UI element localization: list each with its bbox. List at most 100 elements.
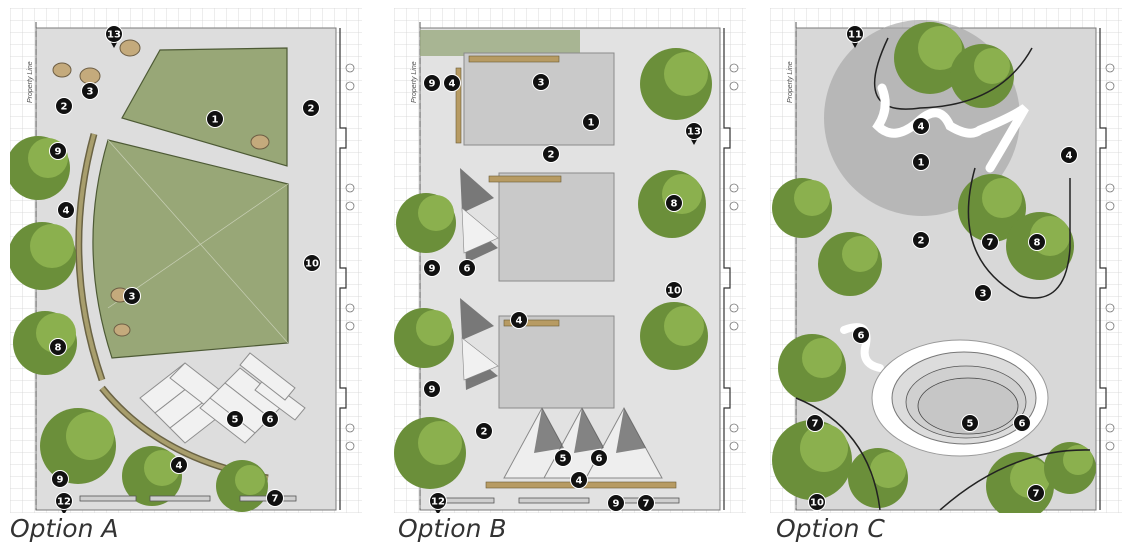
callout-marker: 5 xyxy=(554,449,572,467)
property-line-label: Property Line xyxy=(411,61,418,103)
callout-number: 11 xyxy=(848,30,862,41)
option-c-site-plan: Property Line xyxy=(770,8,1122,513)
callout-marker: 4 xyxy=(570,471,588,489)
callout-marker: 9 xyxy=(423,259,441,277)
callout-number: 3 xyxy=(129,292,136,303)
callout-number: 6 xyxy=(464,264,471,275)
callout-marker: 10 xyxy=(303,254,321,272)
callout-marker: 7 xyxy=(806,414,824,432)
option-b-caption: Option B xyxy=(398,514,507,543)
option-b-site-plan: Property Line xyxy=(394,8,746,513)
callout-number: 12 xyxy=(431,497,445,508)
callout-marker: 4 xyxy=(912,117,930,135)
callout-marker: 2 xyxy=(475,422,493,440)
callout-number: 9 xyxy=(429,264,436,275)
callout-marker: 1 xyxy=(912,153,930,171)
callout-number: 9 xyxy=(57,475,64,486)
callout-marker: 8 xyxy=(1028,233,1046,251)
property-line-label: Property Line xyxy=(27,61,34,103)
callout-number: 2 xyxy=(61,102,68,113)
linear-benches xyxy=(79,495,297,502)
callout-number: 9 xyxy=(429,385,436,396)
callout-number: 4 xyxy=(516,316,523,327)
callout-number: 3 xyxy=(980,289,987,300)
ribbon-seat-wall xyxy=(872,83,1029,173)
callout-marker: 6 xyxy=(1013,414,1031,432)
callout-number: 9 xyxy=(613,499,620,510)
callout-number: 8 xyxy=(55,343,62,354)
callout-number: 7 xyxy=(272,494,279,505)
callout-number: 8 xyxy=(1034,238,1041,249)
option-a-panel: Property Line xyxy=(10,8,362,513)
callout-marker: 3 xyxy=(974,284,992,302)
callout-marker: 3 xyxy=(81,82,99,100)
callout-marker: 4 xyxy=(57,201,75,219)
callout-marker: 9 xyxy=(51,470,69,488)
callout-number: 2 xyxy=(481,427,488,438)
callout-number: 10 xyxy=(810,498,824,509)
callout-marker: 4 xyxy=(1060,146,1078,164)
callout-number: 6 xyxy=(596,454,603,465)
callout-marker: 6 xyxy=(590,449,608,467)
option-b-markers: 9 4 3 1 13 2 8 9 6 10 4 9 2 5 6 4 12 9 7 xyxy=(423,73,703,513)
callout-marker: 4 xyxy=(443,74,461,92)
property-line-label: Property Line xyxy=(787,61,794,103)
callout-marker: 6 xyxy=(852,326,870,344)
callout-number: 4 xyxy=(1066,151,1073,162)
option-c-panel: Property Line xyxy=(770,8,1122,513)
callout-number: 4 xyxy=(449,79,456,90)
callout-number: 1 xyxy=(212,115,219,126)
option-c-caption: Option C xyxy=(776,514,885,543)
callout-marker: 7 xyxy=(637,494,655,512)
callout-marker: 5 xyxy=(961,414,979,432)
callout-marker: 9 xyxy=(423,74,441,92)
option-a-markers: 13 3 2 2 1 9 4 10 3 8 5 6 4 9 12 7 xyxy=(49,25,321,513)
callout-marker: 1 xyxy=(582,113,600,131)
callout-marker: 2 xyxy=(912,231,930,249)
callout-number: 13 xyxy=(107,30,121,41)
callout-number: 5 xyxy=(560,454,567,465)
option-c-markers: 11 4 4 1 2 7 8 3 6 7 5 6 7 10 xyxy=(806,25,1078,511)
callout-marker: 2 xyxy=(55,97,73,115)
callout-number: 4 xyxy=(918,122,925,133)
callout-marker: 6 xyxy=(261,410,279,428)
planter-strips xyxy=(455,55,562,327)
callout-number: 3 xyxy=(87,87,94,98)
callout-number: 1 xyxy=(588,118,595,129)
callout-marker: 1 xyxy=(206,110,224,128)
callout-marker: 13 xyxy=(105,25,123,48)
callout-marker: 8 xyxy=(665,194,683,212)
callout-number: 9 xyxy=(55,147,62,158)
callout-marker: 6 xyxy=(458,259,476,277)
paved-rooms xyxy=(463,52,615,409)
callout-marker: 10 xyxy=(808,493,826,511)
callout-number: 4 xyxy=(576,476,583,487)
callout-marker: 2 xyxy=(542,145,560,163)
callout-number: 1 xyxy=(918,158,925,169)
option-a-site-plan: Property Line xyxy=(10,8,362,513)
callout-number: 8 xyxy=(671,199,678,210)
elliptical-amphitheatre xyxy=(871,339,1049,457)
callout-marker: 8 xyxy=(49,338,67,356)
callout-marker: 12 xyxy=(429,492,447,513)
callout-marker: 3 xyxy=(123,287,141,305)
option-b-panel: Property Line xyxy=(394,8,746,513)
tree-canopy xyxy=(394,48,712,489)
callout-number: 9 xyxy=(429,79,436,90)
callout-marker: 9 xyxy=(49,142,67,160)
callout-marker: 13 xyxy=(685,122,703,145)
callout-number: 10 xyxy=(667,286,681,297)
callout-number: 7 xyxy=(1033,489,1040,500)
callout-number: 2 xyxy=(918,236,925,247)
callout-marker: 9 xyxy=(607,494,625,512)
callout-marker: 12 xyxy=(55,492,73,513)
callout-number: 5 xyxy=(232,415,239,426)
callout-number: 6 xyxy=(267,415,274,426)
callout-number: 3 xyxy=(538,78,545,89)
callout-marker: 5 xyxy=(226,410,244,428)
callout-number: 10 xyxy=(305,259,319,270)
callout-marker: 2 xyxy=(302,99,320,117)
callout-number: 4 xyxy=(176,461,183,472)
lattice-seating xyxy=(139,352,306,444)
callout-marker: 7 xyxy=(981,233,999,251)
